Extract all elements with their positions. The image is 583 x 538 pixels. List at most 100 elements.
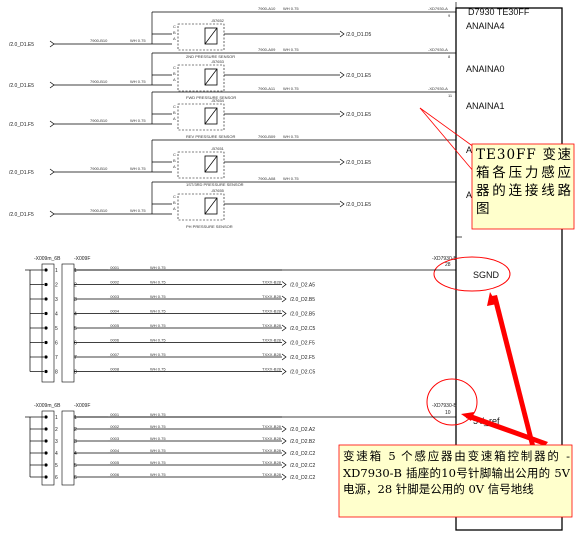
- wire-label: _0003: [107, 436, 120, 441]
- wire-label: _0006: [107, 472, 120, 477]
- pin-number: 4: [55, 451, 58, 457]
- pin-number: 2: [55, 427, 58, 433]
- wire-label: WH 0.75: [283, 134, 299, 139]
- wire-label: WH 0.75: [150, 412, 166, 417]
- wire-label: WH 0.75: [150, 436, 166, 441]
- ecu-pin-ref: -XD7930-A: [428, 86, 448, 91]
- wire-label: TXXX-B28: [262, 352, 282, 357]
- wire-label: WH 0.75: [130, 208, 146, 213]
- callout-top-text: TE30FF 变速箱各压力感应器的连接线路图: [476, 147, 572, 217]
- right-ref: /2.0_D2.C5: [290, 326, 316, 332]
- sensor-pin: A: [173, 164, 176, 169]
- right-ref: /2.0_D1.D5: [346, 32, 372, 38]
- sensor-pin: B: [173, 110, 176, 115]
- pin-number: 1: [55, 415, 58, 421]
- vref-conn-ref: -X009F: [74, 403, 90, 409]
- wire-label: TXXX-B28: [262, 448, 282, 453]
- right-ref: /2.0_D2.F5: [290, 341, 315, 347]
- right-ref: /2.0_D2.B5: [290, 312, 315, 318]
- pin-number: 2: [74, 427, 77, 433]
- pin-number: 3: [55, 297, 58, 303]
- wire-label: WH 0.75: [130, 118, 146, 123]
- pin-number: 5: [55, 463, 58, 469]
- wire-label: TXXX-B28: [262, 436, 282, 441]
- right-ref: /2.0_D2.B5: [290, 297, 315, 303]
- callout-bottom: 变速箱 5 个感应器由变速箱控制器的 -XD7930-B 插座的10号针脚输出公…: [338, 292, 573, 518]
- sgnd-highlight-ellipse: [433, 256, 511, 292]
- sgnd-xd-ref: -XD7930-B: [432, 256, 457, 262]
- sensor-id: -B7651: [211, 146, 225, 151]
- ecu-pin-a: A: [466, 145, 472, 155]
- ecu-pin-num: 9: [448, 13, 451, 18]
- sgnd-signal-label: SGND: [473, 270, 500, 280]
- pin-number: 4: [74, 451, 77, 457]
- pin-number: 3: [74, 297, 77, 303]
- pin-number: 5: [74, 463, 77, 469]
- wire-label: TXXX-B28: [262, 460, 282, 465]
- ecu-pin-num: 11: [448, 93, 453, 98]
- sensor-id: -B7653: [211, 59, 225, 64]
- wire-label: TXXX-B28: [262, 323, 282, 328]
- wire-label: _0002: [107, 280, 120, 285]
- ecu-pin-ref: -XD7930-A: [428, 47, 448, 52]
- vref-xd-ref: -XD7930-B: [432, 403, 457, 409]
- sensor-pin: B: [173, 200, 176, 205]
- sensor-pin: B: [173, 71, 176, 76]
- pin-number: 4: [55, 312, 58, 318]
- wire-label: TXXX-B28: [262, 424, 282, 429]
- pin-number: 1: [74, 268, 77, 274]
- ecu-pin-ref: -XD7930-A: [428, 6, 448, 11]
- pin-number: 7: [55, 355, 58, 361]
- pin-number: 7: [74, 355, 77, 361]
- pin-number: 8: [74, 370, 77, 376]
- wire-label: _0002: [107, 424, 120, 429]
- right-ref: /2.0_D1.E5: [346, 202, 371, 208]
- right-ref: /2.0_D2.F5: [290, 355, 315, 361]
- wire-label: TXXX-B28: [262, 309, 282, 314]
- sensor-pin: B: [173, 30, 176, 35]
- sensor-pin: C: [173, 24, 176, 29]
- wire-label: 7900-A11: [258, 86, 276, 91]
- right-ref: /2.0_D1.E5: [346, 160, 371, 166]
- sensor-pin: C: [173, 194, 176, 199]
- pin-number: 2: [74, 283, 77, 289]
- wire-label: TXXX-B28: [262, 472, 282, 477]
- pin-number: 1: [74, 415, 77, 421]
- sgnd-xd-pin: 28: [445, 262, 451, 268]
- wire-label: WH 0.75: [283, 86, 299, 91]
- wire-label: WH 0.75: [130, 166, 146, 171]
- right-ref: /2.0_D2.C2: [290, 463, 316, 469]
- right-ref: /2.0_D1.E5: [346, 73, 371, 79]
- wire-label: WH 0.75: [150, 280, 166, 285]
- pin-number: 6: [55, 341, 58, 347]
- wire-label: WH 0.75: [283, 6, 299, 11]
- vref-xd-pin: 10: [445, 410, 451, 416]
- wire-label: 7900-A09: [258, 47, 276, 52]
- wire-label: WH 0.75: [150, 352, 166, 357]
- ecu-pin-anaina1: ANAINA1: [466, 101, 505, 111]
- sensor-pin: A: [173, 206, 176, 211]
- wire-label: WH 0.75: [150, 448, 166, 453]
- wire-label: WH 0.75: [150, 472, 166, 477]
- left-ref: /2.0_D1.F5: [9, 212, 34, 218]
- ecu-pin-a2: A: [466, 190, 472, 200]
- sensor-pin: A: [173, 116, 176, 121]
- sensor-pin: A: [173, 36, 176, 41]
- pin-row: 4 4 _0004 WH 0.75/2.0_D2.C2 TXXX-B28: [30, 448, 316, 457]
- ecu-title: D7930 TE30FF: [468, 7, 530, 17]
- right-ref: /2.0_D2.C2: [290, 451, 316, 457]
- wire-label: 7900-B10: [90, 118, 108, 123]
- wire-label: _0004: [107, 448, 120, 453]
- wire-label: WH 0.75: [150, 424, 166, 429]
- wire-label: WH 0.75: [130, 38, 146, 43]
- sensor-pin: C: [173, 104, 176, 109]
- wire-label: 7900-B10: [90, 38, 108, 43]
